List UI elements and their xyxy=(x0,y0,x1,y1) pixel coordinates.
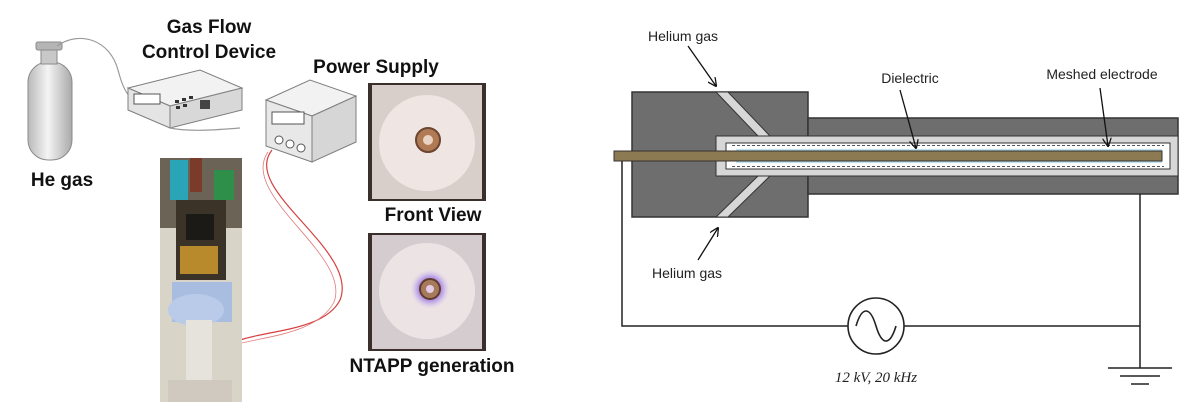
front-view-photo xyxy=(368,83,486,201)
arrow-helium-top xyxy=(687,45,716,86)
gas-flow-label-line1: Gas Flow xyxy=(167,17,252,38)
helium-gas-bottom-label: Helium gas xyxy=(652,265,722,281)
dielectric-label: Dielectric xyxy=(881,70,939,86)
helium-cylinder-icon xyxy=(27,41,73,161)
applicator-photo xyxy=(160,158,242,402)
gas-flow-control-device-icon xyxy=(126,69,244,129)
ntapp-generation-photo xyxy=(368,233,486,351)
circuit-wire-left xyxy=(621,161,848,327)
gas-flow-label-line2: Control Device xyxy=(142,42,276,63)
arrow-dielectric xyxy=(899,89,916,148)
gas-hose xyxy=(56,37,135,101)
central-electrode-rod xyxy=(613,150,1163,162)
helium-gas-top-label: Helium gas xyxy=(648,28,718,44)
power-supply-label: Power Supply xyxy=(313,57,439,78)
gas-line-to-applicator xyxy=(169,127,241,131)
setup-illustration: Gas Flow Control Device Power Supply He … xyxy=(27,17,515,402)
arrow-helium-bottom xyxy=(697,228,718,261)
arrow-meshed-electrode xyxy=(1099,87,1108,146)
meshed-electrode-label: Meshed electrode xyxy=(1046,66,1158,82)
front-view-label: Front View xyxy=(385,205,482,226)
he-gas-label: He gas xyxy=(31,170,93,191)
ac-source-icon xyxy=(847,297,905,355)
ground-icon xyxy=(1108,367,1172,385)
source-spec-label: 12 kV, 20 kHz xyxy=(835,370,917,386)
power-supply-icon xyxy=(264,79,358,163)
electrode-schematic: Helium gas Helium gas Dielectric Meshed … xyxy=(613,28,1179,386)
ntapp-generation-label: NTAPP generation xyxy=(349,356,514,377)
